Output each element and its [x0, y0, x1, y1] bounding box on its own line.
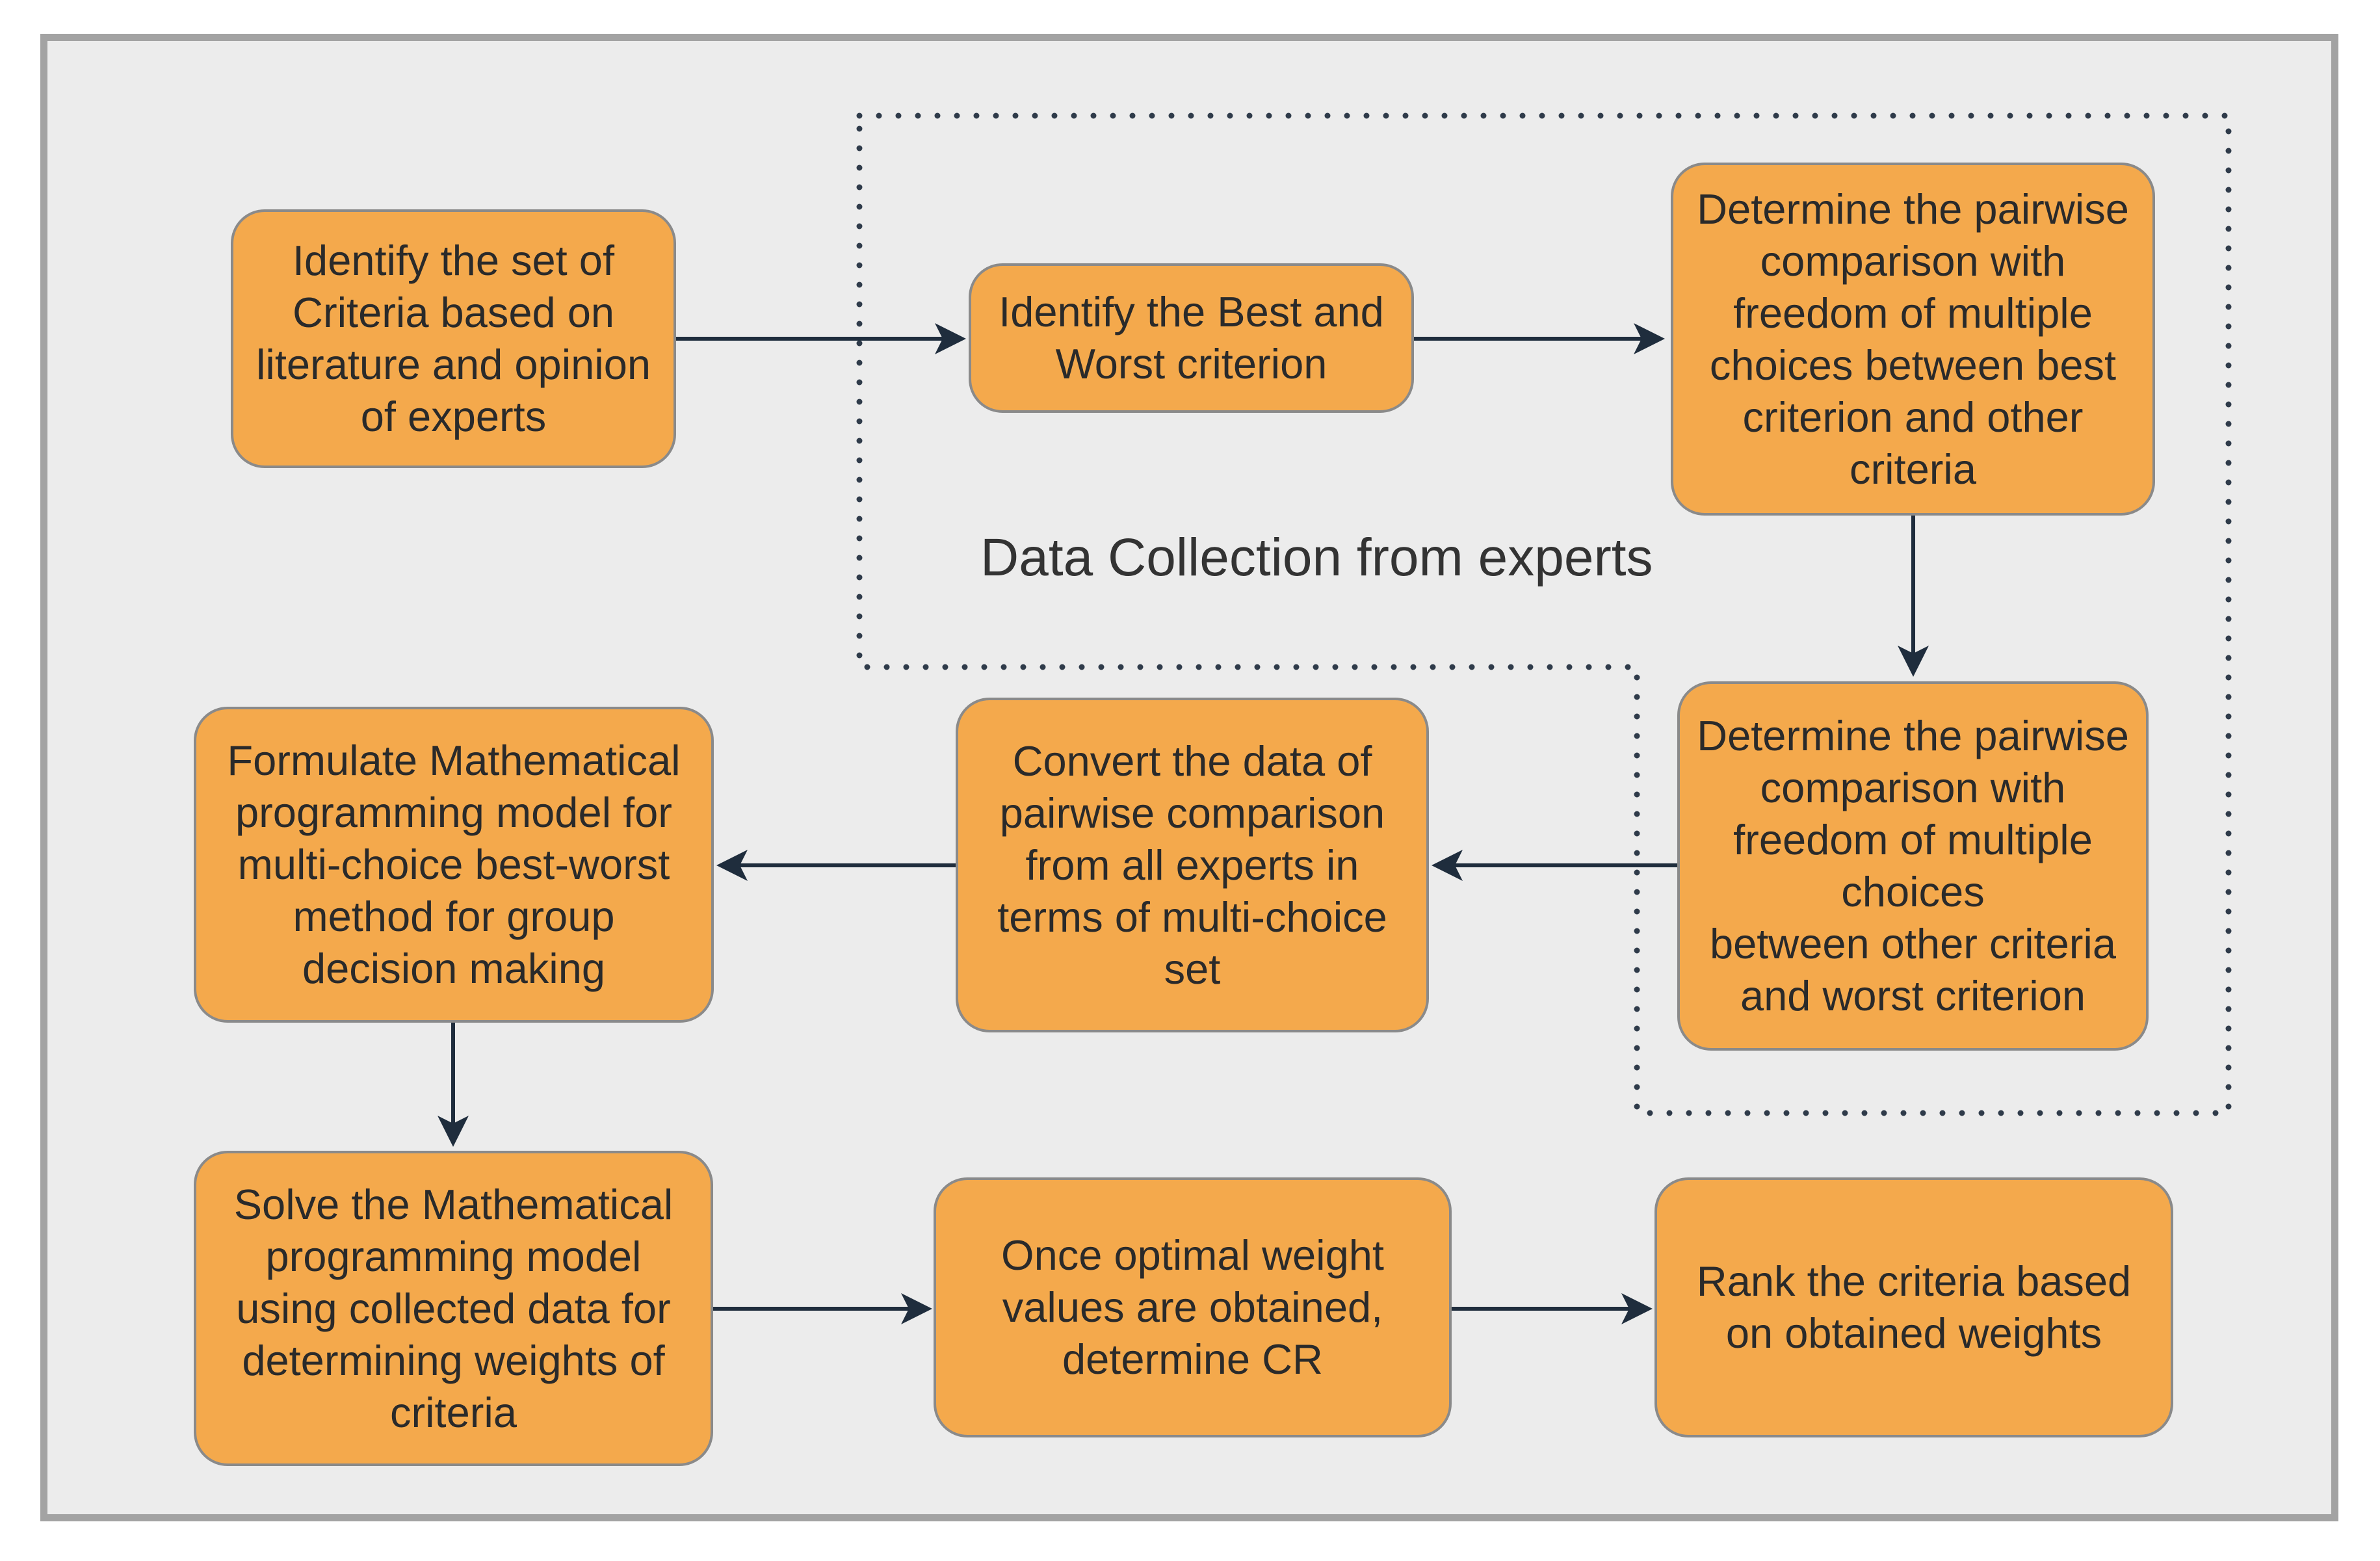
pairwise-other-worst-box: Determine the pairwise comparison with f…: [1677, 681, 2149, 1051]
rank-criteria-box: Rank the criteria based on obtained weig…: [1654, 1177, 2173, 1437]
data-collection-label: Data Collection from experts: [980, 528, 1653, 587]
formulate-model-text: Formulate Mathematical programming model…: [227, 737, 681, 992]
rank-criteria-text: Rank the criteria based on obtained weig…: [1696, 1257, 2132, 1357]
identify-criteria-text: Identify the set of Criteria based on li…: [255, 237, 651, 440]
identify-best-worst-text: Identify the Best and Worst criterion: [999, 288, 1384, 387]
determine-cr-text: Once optimal weight values are obtained,…: [1001, 1231, 1384, 1383]
formulate-model-box: Formulate Mathematical programming model…: [194, 707, 714, 1023]
pairwise-best-other-box: Determine the pairwise comparison with f…: [1671, 163, 2155, 516]
convert-data-box: Convert the data of pairwise comparison …: [956, 698, 1429, 1032]
identify-best-worst-box: Identify the Best and Worst criterion: [969, 263, 1414, 413]
solve-model-box: Solve the Mathematical programming model…: [194, 1151, 713, 1466]
pairwise-other-worst-text: Determine the pairwise comparison with f…: [1697, 712, 2129, 1019]
identify-criteria-box: Identify the set of Criteria based on li…: [231, 209, 676, 468]
solve-model-text: Solve the Mathematical programming model…: [233, 1180, 673, 1436]
convert-data-text: Convert the data of pairwise comparison …: [997, 737, 1387, 993]
determine-cr-box: Once optimal weight values are obtained,…: [934, 1177, 1452, 1437]
pairwise-best-other-text: Determine the pairwise comparison with f…: [1697, 185, 2129, 493]
